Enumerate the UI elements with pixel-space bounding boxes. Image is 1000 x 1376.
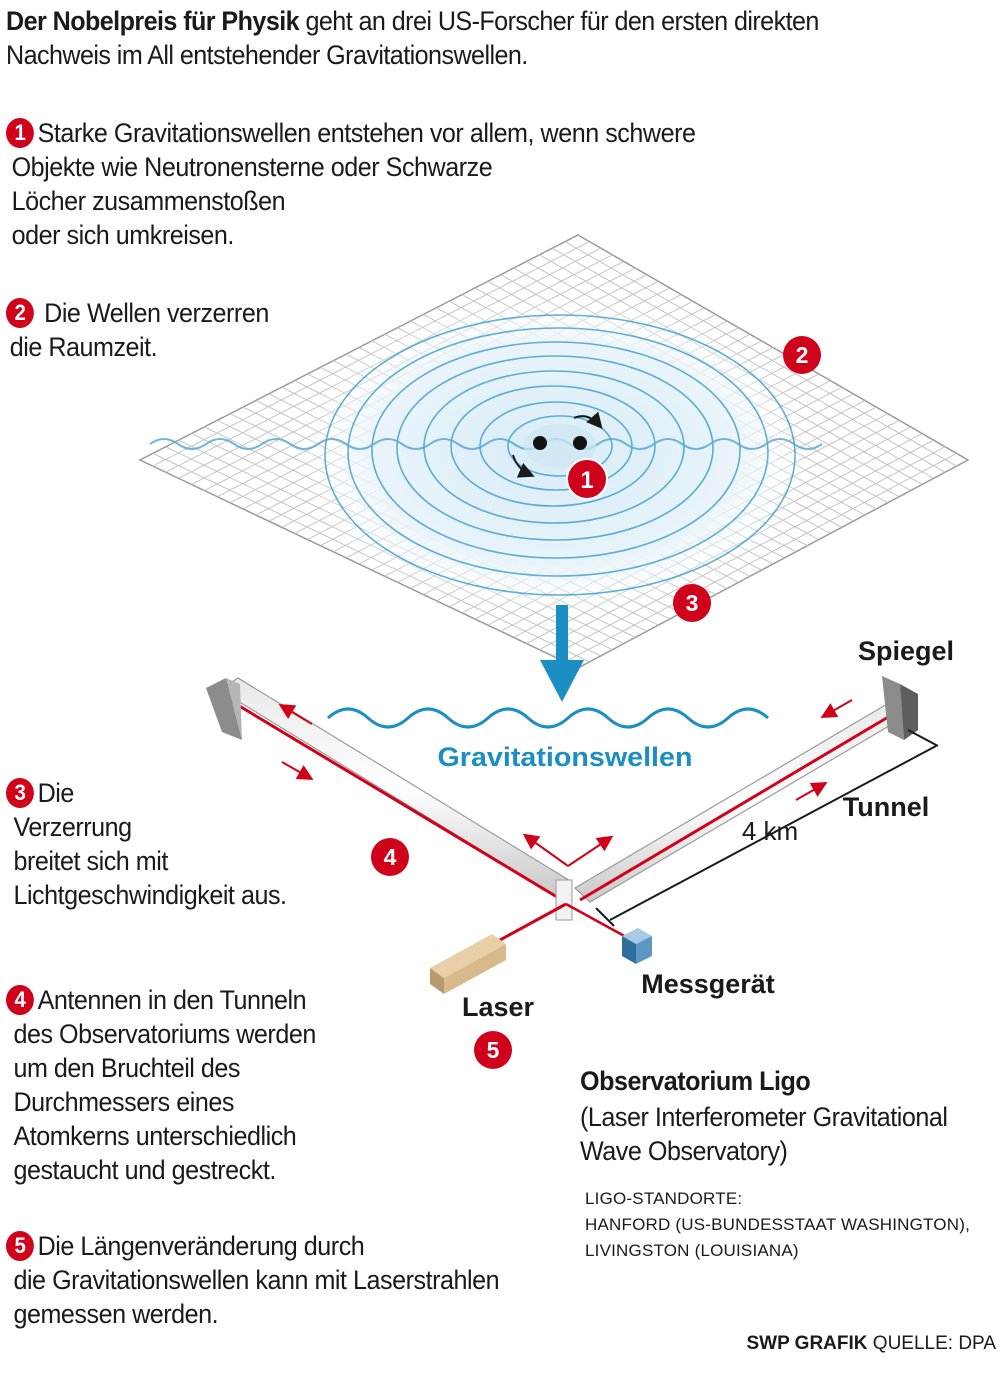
svg-text:1: 1 bbox=[580, 467, 593, 494]
step-2-badge: 2 bbox=[6, 298, 34, 328]
label-tunnel: Tunnel bbox=[843, 792, 929, 822]
label-distance: 4 km bbox=[742, 816, 798, 846]
step-1-badge: 1 bbox=[6, 118, 34, 148]
svg-text:2: 2 bbox=[796, 342, 809, 368]
headline-rest: geht an drei US-Forscher für den ersten … bbox=[6, 6, 819, 70]
orbit-arrow-icon bbox=[512, 454, 535, 478]
ligo-locations: LIGO-STANDORTE: HANFORD (US-BUNDESSTAAT … bbox=[585, 1189, 970, 1260]
step-4-badge: 4 bbox=[6, 985, 34, 1015]
step-5-badge: 5 bbox=[6, 1231, 34, 1261]
grid-line bbox=[564, 452, 957, 663]
left-mirror bbox=[206, 678, 242, 740]
marker-4: 4 bbox=[371, 838, 409, 876]
marker-5: 5 bbox=[474, 1031, 512, 1069]
orbit-arrow-icon bbox=[573, 411, 603, 430]
observatory-subtitle: (Laser Interferometer Gravitational Wave… bbox=[580, 1102, 948, 1166]
label-spiegel: Spiegel bbox=[858, 636, 954, 666]
right-mirror bbox=[882, 676, 904, 740]
marker-2: 2 bbox=[783, 336, 821, 374]
source-credit: SWP GRAFIK QUELLE: DPA bbox=[746, 1333, 996, 1354]
svg-text:5: 5 bbox=[487, 1037, 500, 1063]
observatory-title: Observatorium Ligo bbox=[580, 1066, 811, 1096]
label-messgeraet: Messgerät bbox=[641, 969, 775, 999]
ligo-detector bbox=[206, 676, 939, 994]
label-gravitationswellen: Gravitationswellen bbox=[438, 742, 693, 772]
distance-dimension bbox=[595, 729, 939, 927]
step-2-text: 2 Die Wellen verzerren die Raumzeit. bbox=[6, 296, 269, 364]
binary-black-holes bbox=[512, 411, 603, 478]
marker-3: 3 bbox=[673, 584, 711, 622]
laser-beam bbox=[499, 902, 567, 942]
gravitational-wave-line bbox=[326, 707, 770, 729]
laser-device bbox=[430, 934, 506, 994]
headline: Der Nobelpreis für Physik geht an drei U… bbox=[6, 4, 899, 72]
svg-text:3: 3 bbox=[686, 590, 699, 616]
gravitational-wave-rings bbox=[149, 297, 823, 613]
step-3-badge: 3 bbox=[6, 778, 34, 808]
svg-text:4: 4 bbox=[384, 844, 397, 870]
label-laser: Laser bbox=[462, 992, 535, 1022]
marker-1: 1 bbox=[566, 458, 608, 500]
beam-splitter bbox=[555, 879, 573, 921]
measuring-device bbox=[622, 928, 652, 964]
headline-bold: Der Nobelpreis für Physik bbox=[6, 6, 300, 36]
propagation-arrow-icon bbox=[540, 605, 584, 702]
